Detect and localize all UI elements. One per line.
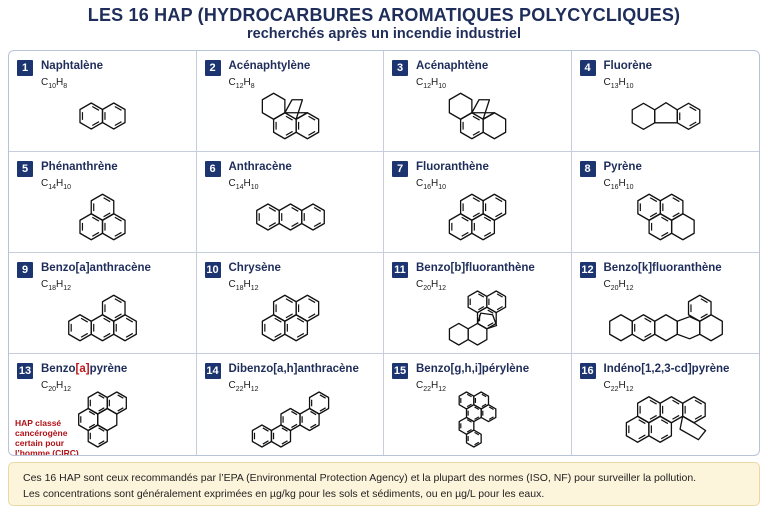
compound-number: 1 bbox=[17, 60, 33, 76]
compound-card-6: 6 Anthracène C14H10 bbox=[196, 152, 384, 253]
compound-number: 6 bbox=[204, 161, 221, 177]
compound-card-2: 2 Acénaphtylène C12H8 bbox=[196, 51, 384, 152]
compound-card-1: 1 Naphtalène C10H8 bbox=[9, 51, 197, 152]
compound-formula: C22H12 bbox=[228, 380, 259, 393]
compound-card-7: 7 Fluoranthène C16H10 bbox=[384, 152, 572, 253]
compound-card-9: 9 Benzo[a]anthracène C18H12 bbox=[9, 253, 197, 354]
compound-formula: C14H10 bbox=[228, 178, 259, 191]
compound-number: 4 bbox=[579, 60, 596, 76]
benzo-b-fluoranthene-structure bbox=[384, 253, 571, 353]
compound-number: 3 bbox=[392, 60, 408, 76]
compound-card-13: 13 Benzo[a]pyrène C20H12 HAP classé canc… bbox=[9, 354, 197, 455]
compound-number: 14 bbox=[204, 363, 221, 379]
compound-formula: C18H12 bbox=[41, 279, 72, 292]
compound-number: 8 bbox=[579, 161, 596, 177]
compound-name: Phénanthrène bbox=[41, 161, 118, 173]
compound-number: 9 bbox=[17, 262, 33, 278]
compound-formula: C14H10 bbox=[41, 178, 72, 191]
compound-name: Pyrène bbox=[603, 161, 642, 173]
page-subtitle: recherchés après un incendie industriel bbox=[247, 26, 521, 42]
benzo-k-fluoranthene-structure bbox=[572, 253, 760, 353]
highlight-bracket: [a] bbox=[75, 363, 90, 375]
compound-formula: C13H10 bbox=[603, 77, 634, 90]
compound-name: Fluorène bbox=[603, 60, 653, 72]
fluorene-structure bbox=[572, 51, 760, 151]
compound-number: 2 bbox=[204, 60, 221, 76]
compound-card-5: 5 Phénanthrène C14H10 bbox=[9, 152, 197, 253]
note-line-2: Les concentrations sont généralement exp… bbox=[23, 488, 545, 500]
anthracene-structure bbox=[197, 152, 384, 252]
compound-name: Chrysène bbox=[228, 262, 281, 274]
compound-number: 12 bbox=[579, 262, 596, 278]
compound-name: Anthracène bbox=[228, 161, 292, 173]
compound-number: 11 bbox=[392, 262, 408, 278]
compound-card-10: 10 Chrysène C18H12 bbox=[196, 253, 384, 354]
compound-formula: C22H12 bbox=[603, 380, 634, 393]
carcinogen-warning: HAP classé cancérogène certain pour l’ho… bbox=[15, 418, 79, 456]
compound-name: Benzo[a]pyrène bbox=[41, 363, 128, 375]
compound-number: 15 bbox=[392, 363, 408, 379]
compound-number: 13 bbox=[17, 363, 33, 379]
naphthalene-structure bbox=[9, 51, 196, 151]
compound-formula: C16H10 bbox=[416, 178, 447, 191]
acenaphthene-structure bbox=[384, 51, 571, 151]
compound-formula: C12H8 bbox=[228, 77, 255, 90]
compound-formula: C16H10 bbox=[603, 178, 634, 191]
compound-card-15: 15 Benzo[g,h,i]pérylène C22H12 bbox=[384, 354, 572, 455]
compound-formula: C20H12 bbox=[41, 380, 72, 393]
compound-name: Fluoranthène bbox=[416, 161, 489, 173]
compound-name: Benzo[g,h,i]pérylène bbox=[416, 363, 530, 375]
compound-formula: C20H12 bbox=[603, 279, 634, 292]
benzo-ghi-perylene-structure bbox=[384, 354, 571, 455]
page-title: LES 16 HAP (HYDROCARBURES AROMATIQUES PO… bbox=[87, 5, 681, 25]
compound-card-11: 11 Benzo[b]fluoranthène C20H12 bbox=[384, 253, 572, 354]
compound-card-14: 14 Dibenzo[a,h]anthracène C22H12 bbox=[197, 354, 384, 455]
acenaphthylene-structure bbox=[197, 51, 384, 151]
note-line-1: Ces 16 HAP sont ceux recommandés par l’E… bbox=[23, 472, 697, 484]
benzo-a-anthracene-structure bbox=[9, 253, 196, 353]
benzo-a-pyrene-structure bbox=[9, 354, 196, 455]
compound-number: 7 bbox=[392, 161, 408, 177]
compound-card-3: 3 Acénaphtène C12H10 bbox=[384, 51, 572, 152]
compound-card-4: 4 Fluorène C13H10 bbox=[571, 51, 760, 152]
compound-name: Benzo[a]anthracène bbox=[41, 262, 151, 274]
compound-name: Dibenzo[a,h]anthracène bbox=[228, 363, 359, 375]
pyrene-structure bbox=[572, 152, 760, 252]
compound-name: Acénaphtène bbox=[416, 60, 489, 72]
compound-card-12: 12 Benzo[k]fluoranthène C20H12 bbox=[571, 253, 760, 354]
compound-formula: C22H12 bbox=[416, 380, 447, 393]
compound-card-8: 8 Pyrène C16H10 bbox=[571, 152, 760, 253]
dibenzo-ah-anthracene-structure bbox=[197, 354, 384, 455]
indeno-pyrene-structure bbox=[572, 354, 760, 455]
compound-number: 16 bbox=[579, 363, 596, 379]
compound-name: Acénaphtylène bbox=[228, 60, 311, 72]
compound-name: Naphtalène bbox=[41, 60, 103, 72]
compound-formula: C12H10 bbox=[416, 77, 447, 90]
compound-name: Benzo[k]fluoranthène bbox=[603, 262, 722, 274]
fluoranthene-structure bbox=[384, 152, 571, 252]
compound-formula: C18H12 bbox=[228, 279, 259, 292]
compound-formula: C20H12 bbox=[416, 279, 447, 292]
compound-number: 5 bbox=[17, 161, 33, 177]
compound-card-16: 16 Indéno[1,2,3-cd]pyrène C22H12 bbox=[572, 354, 760, 455]
compound-grid: 1 Naphtalène C10H8 2 Acénaphtylène C12H8… bbox=[8, 50, 760, 456]
compound-name: Indéno[1,2,3-cd]pyrène bbox=[603, 363, 730, 375]
compound-formula: C10H8 bbox=[41, 77, 68, 90]
phenanthrene-structure bbox=[9, 152, 196, 252]
compound-name: Benzo[b]fluoranthène bbox=[416, 262, 535, 274]
chrysene-structure bbox=[197, 253, 384, 353]
info-note: Ces 16 HAP sont ceux recommandés par l’E… bbox=[8, 462, 760, 506]
compound-number: 10 bbox=[204, 262, 221, 278]
